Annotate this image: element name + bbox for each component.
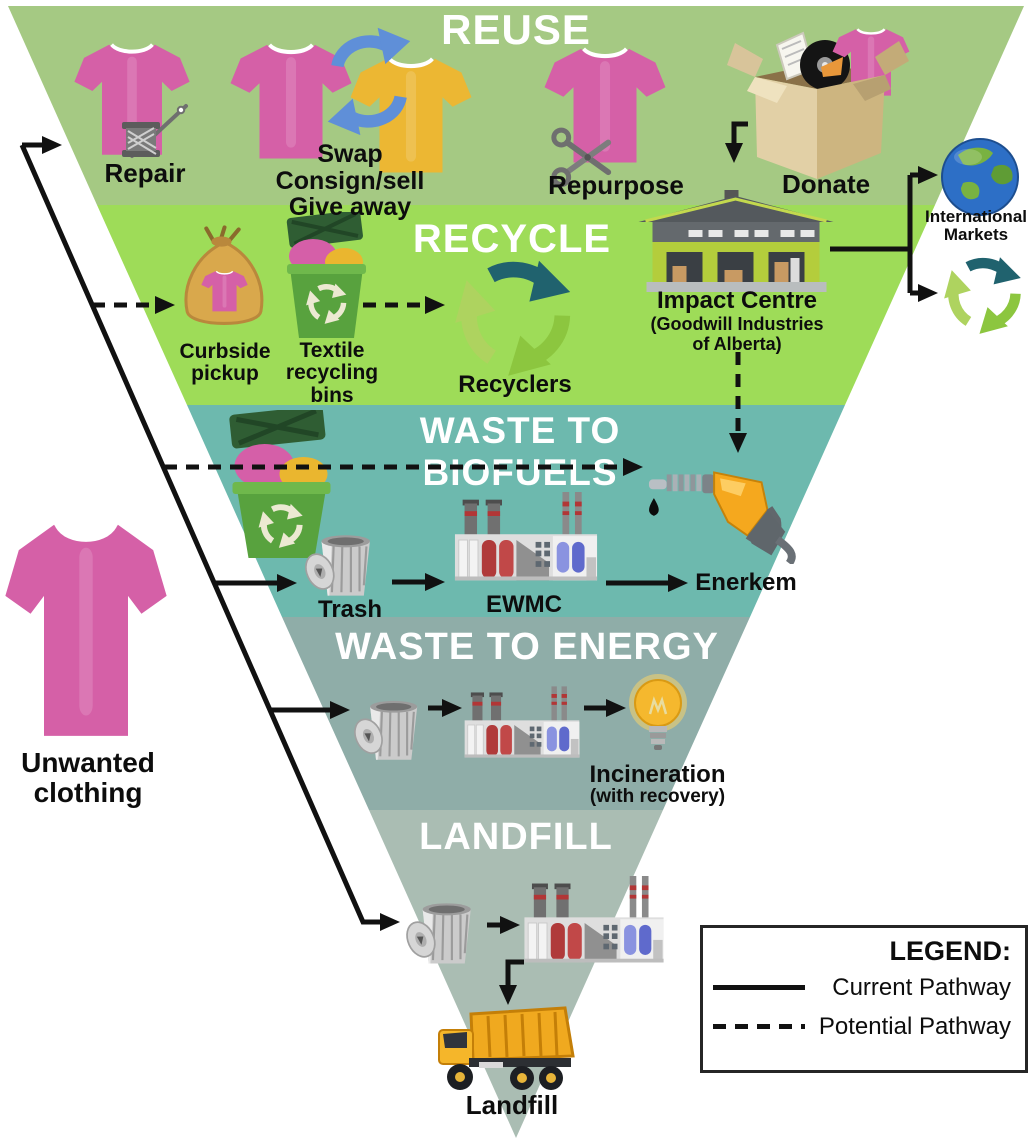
incineration-label: Incineration (with recovery)	[589, 761, 726, 808]
scissors-icon	[551, 127, 612, 188]
recyclers-label: Recyclers	[458, 371, 572, 398]
legend-dashed-line-sample	[713, 1024, 805, 1029]
band-landfill	[369, 810, 663, 1138]
legend-potential-label: Potential Pathway	[818, 1013, 1011, 1040]
textile-bins-label: Textile recycling bins	[285, 339, 379, 407]
band-title-landfill: LANDFILL	[419, 816, 613, 858]
unwanted-clothing-label: Unwanted clothing	[21, 747, 155, 808]
band-energy	[282, 617, 750, 810]
swap-consign-label: Swap Consign/sell Give away	[275, 140, 425, 221]
curbside-pickup-label: Curbside pickup	[179, 340, 271, 386]
needle-thread-icon	[122, 104, 188, 158]
biofuels-bin-icon	[229, 410, 331, 558]
repair-label: Repair	[104, 158, 186, 188]
landfill-truck-label: Landfill	[465, 1090, 559, 1120]
band-title-energy: WASTE TO ENERGY	[335, 626, 719, 668]
band-title-reuse: REUSE	[441, 6, 591, 53]
band-title-biofuels: WASTE TO BIOFUELS	[419, 410, 621, 493]
fuel-nozzle-icon	[648, 471, 796, 564]
dump-truck-icon	[438, 1006, 575, 1090]
ewmc-label: EWMC	[486, 591, 562, 618]
donate-label: Donate	[781, 169, 871, 199]
repurpose-label: Repurpose	[548, 170, 684, 200]
band-title-recycle: RECYCLE	[412, 217, 612, 261]
international-markets-label: International Markets	[924, 207, 1027, 245]
impact-centre-building-icon	[638, 190, 834, 292]
enerkem-label: Enerkem	[695, 569, 797, 596]
lightbulb-icon	[629, 674, 687, 750]
trash-label: Trash	[317, 596, 383, 623]
impact-centre-label: Impact Centre (Goodwill Industries of Al…	[650, 287, 824, 354]
globe-icon	[941, 138, 1019, 216]
curbside-bag-icon	[184, 225, 264, 325]
legend-solid-line-sample	[713, 985, 805, 990]
legend-title: LEGEND:	[889, 936, 1012, 966]
donate-box-icon	[727, 28, 910, 179]
legend-box: LEGEND: Current Pathway Potential Pathwa…	[700, 925, 1028, 1073]
textile-bin-icon	[286, 212, 366, 338]
swap-arrows-icon	[327, 27, 411, 136]
legend-current-label: Current Pathway	[832, 974, 1011, 1001]
